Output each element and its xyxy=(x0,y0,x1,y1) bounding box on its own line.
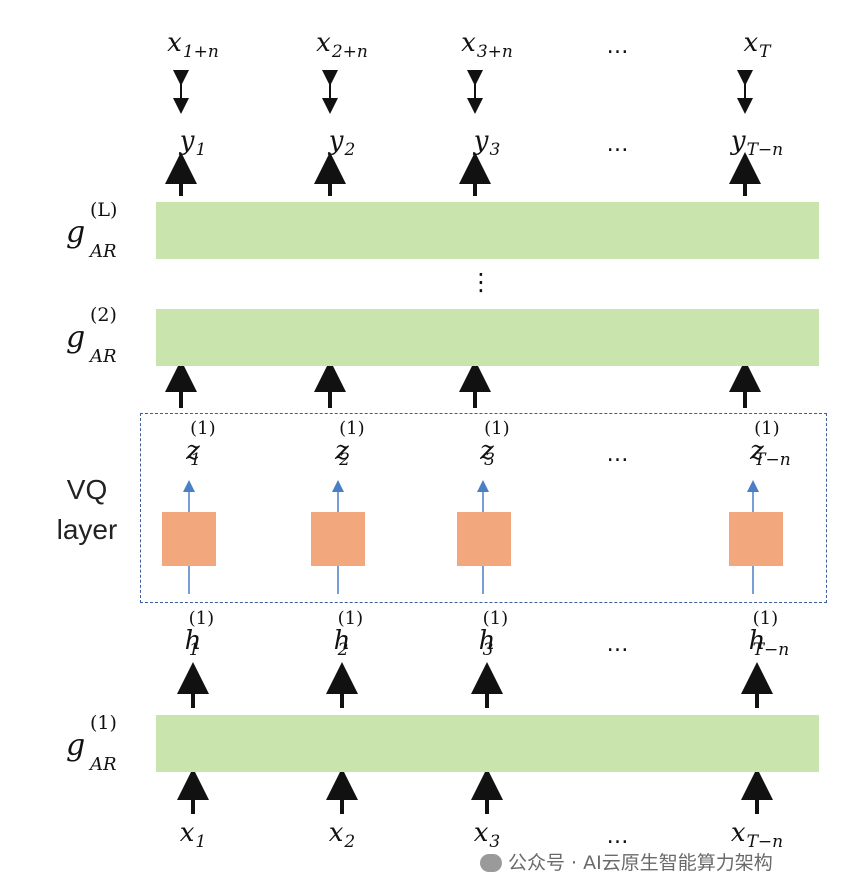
x-bottom-label-3: x3 xyxy=(473,818,501,852)
x-bottom-ellipsis: … xyxy=(606,824,630,849)
h-label-2: h(1)2 xyxy=(333,608,364,660)
quantizer-box-4 xyxy=(729,512,783,566)
watermark: 公众号 · AI云原生智能算力架构 xyxy=(480,848,773,875)
y-label-1: y1 xyxy=(179,126,207,160)
wechat-icon xyxy=(480,854,502,872)
x-top-label-4: xT xyxy=(743,28,771,62)
layer-label-second: g(2)AR xyxy=(66,304,117,367)
x-top-label-2: x2+n xyxy=(316,28,368,62)
layer-label-top: g(L)AR xyxy=(66,199,118,262)
y-ellipsis: … xyxy=(606,132,630,157)
vertical-ellipsis: ⋮ xyxy=(469,268,493,296)
x-bottom-label-1: x1 xyxy=(179,818,207,852)
h-label-3: h(1)3 xyxy=(478,608,509,660)
z-label-3: z(1)3 xyxy=(480,418,510,470)
layer-band-second xyxy=(156,309,819,366)
y-label-4: yT−n xyxy=(730,126,784,160)
h-ellipsis: … xyxy=(606,632,630,657)
z-label-1: z(1)1 xyxy=(186,418,216,470)
quantizer-box-3 xyxy=(457,512,511,566)
quantizer-box-1 xyxy=(162,512,216,566)
quantizer-box-2 xyxy=(311,512,365,566)
y-label-2: y2 xyxy=(328,126,356,160)
z-label-4: z(1)T−n xyxy=(750,418,791,470)
x-bottom-label-2: x2 xyxy=(328,818,356,852)
x-bottom-label-4: xT−n xyxy=(730,818,784,852)
vq-label-line1: VQ xyxy=(66,474,108,505)
watermark-text: 公众号 · AI云原生智能算力架构 xyxy=(508,852,773,874)
layer-band-first xyxy=(156,715,819,772)
x-top-label-3: x3+n xyxy=(461,28,513,62)
vq-layer-label: VQ layer xyxy=(44,470,130,550)
layer-label-first: g(1)AR xyxy=(66,712,117,775)
z-label-2: z(1)2 xyxy=(335,418,365,470)
x-top-ellipsis: … xyxy=(606,34,630,59)
h-label-1: h(1)1 xyxy=(184,608,215,660)
vq-label-line2: layer xyxy=(56,514,118,545)
x-top-label-1: x1+n xyxy=(167,28,219,62)
layer-band-top xyxy=(156,202,819,259)
h-label-4: h(1)T−n xyxy=(748,608,790,660)
z-ellipsis: … xyxy=(606,442,630,467)
vq-layer-frame xyxy=(140,413,827,603)
y-label-3: y3 xyxy=(473,126,501,160)
